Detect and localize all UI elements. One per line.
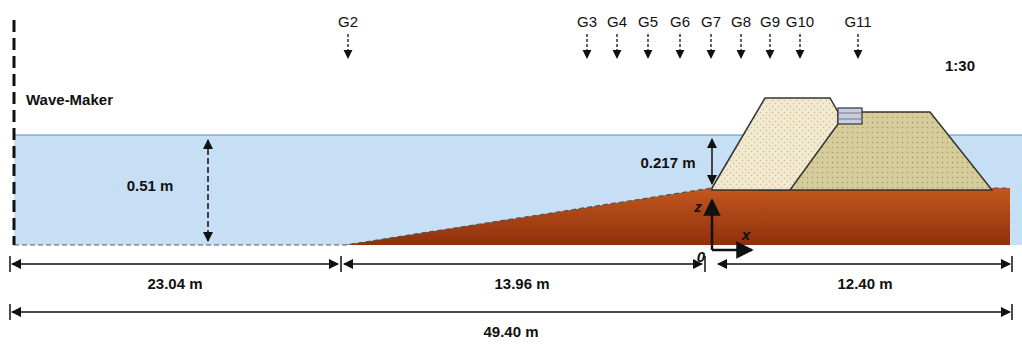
dimension-lines xyxy=(10,256,1012,320)
gauge-label: G6 xyxy=(670,14,690,31)
crest-element-line xyxy=(838,119,862,120)
gauge-arrows xyxy=(348,34,858,58)
wave-maker-label: Wave-Maker xyxy=(26,92,113,109)
toe-depth-dimension: 0.217 m xyxy=(640,155,695,172)
crest-element-line xyxy=(838,113,862,114)
gauge-label: G5 xyxy=(638,14,658,31)
gauge-label: G4 xyxy=(607,14,627,31)
axis-label: x xyxy=(742,227,750,244)
crest-element xyxy=(838,108,862,124)
gauge-arrow xyxy=(616,34,617,58)
gauge-arrow xyxy=(679,34,680,58)
total-length-dimension: 49.40 m xyxy=(483,324,538,341)
gauge-arrow xyxy=(799,34,800,58)
gauge-arrow xyxy=(710,34,711,58)
gauge-arrow xyxy=(740,34,741,58)
x-axis xyxy=(712,249,752,252)
gauge-arrow xyxy=(857,34,858,58)
toe-depth-arrow xyxy=(711,139,713,184)
length-dimension: 13.96 m xyxy=(494,276,549,293)
axis-label: z xyxy=(694,199,702,216)
length-dimension: 23.04 m xyxy=(147,276,202,293)
gauge-label: G9 xyxy=(760,14,780,31)
bed-line xyxy=(14,188,1010,245)
gauge-label: G11 xyxy=(844,14,871,31)
gauge-label: G7 xyxy=(701,14,721,31)
z-axis xyxy=(711,200,714,250)
seabed-slope xyxy=(345,188,1010,245)
gauge-arrow xyxy=(586,34,587,58)
length-dimension: 12.40 m xyxy=(837,276,892,293)
gauge-label: G8 xyxy=(731,14,751,31)
gauge-arrow xyxy=(769,34,770,58)
wave-maker xyxy=(13,20,16,245)
origin-label: 0 xyxy=(697,249,705,266)
depth-dimension: 0.51 m xyxy=(127,178,174,195)
depth-arrow xyxy=(207,140,209,241)
armour-layer xyxy=(712,98,838,190)
scale-label: 1:30 xyxy=(945,58,975,75)
gauge-label: G2 xyxy=(338,14,358,31)
gauge-arrow xyxy=(347,34,348,58)
gauge-label: G3 xyxy=(577,14,597,31)
gauge-label: G10 xyxy=(786,14,814,31)
gauge-arrow xyxy=(647,34,648,58)
